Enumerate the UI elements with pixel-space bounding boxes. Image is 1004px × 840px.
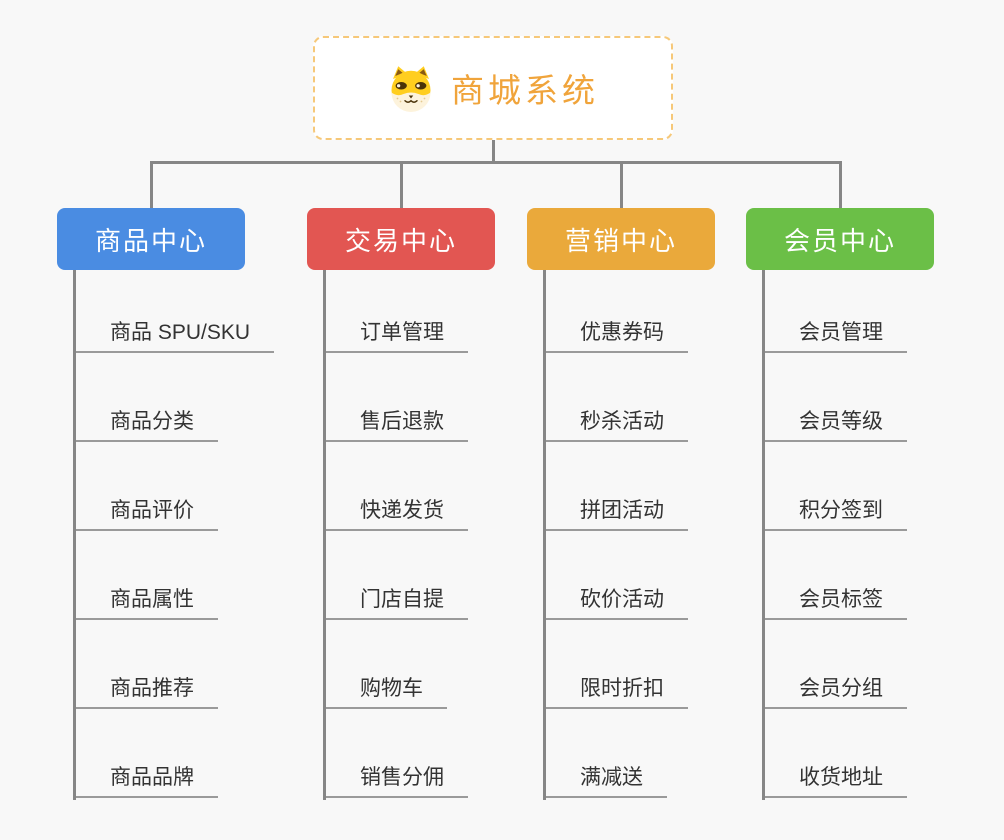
- branch-node-label: 商品中心: [94, 225, 207, 256]
- branch-node-trade-center[interactable]: 交易中心: [307, 208, 495, 270]
- leaf-column-marketing-center: 优惠券码秒杀活动拼团活动砍价活动限时折扣满减送: [543, 270, 688, 800]
- leaf-node[interactable]: 砍价活动: [546, 584, 688, 620]
- leaf-node[interactable]: 商品分类: [76, 406, 218, 442]
- leaf-node[interactable]: 会员等级: [765, 406, 907, 442]
- leaf-node[interactable]: 满减送: [546, 762, 667, 798]
- dog-face-icon: [391, 66, 431, 112]
- leaf-node[interactable]: 商品 SPU/SKU: [76, 317, 275, 353]
- leaf-node[interactable]: 会员分组: [765, 673, 907, 709]
- leaf-column-trade-center: 订单管理售后退款快递发货门店自提购物车销售分佣: [323, 270, 468, 800]
- connector-bus-horizontal: [150, 161, 841, 164]
- leaf-column-product-center: 商品 SPU/SKU 商品分类商品评价商品属性商品推荐商品品牌: [73, 270, 275, 800]
- leaf-node[interactable]: 收货地址: [765, 762, 907, 798]
- leaf-node[interactable]: 会员管理: [765, 317, 907, 353]
- leaf-node[interactable]: 积分签到: [765, 495, 907, 531]
- leaf-node[interactable]: 会员标签: [765, 584, 907, 620]
- leaf-node[interactable]: 商品品牌: [76, 762, 218, 798]
- connector-root-vertical: [492, 140, 495, 164]
- leaf-node[interactable]: 商品属性: [76, 584, 218, 620]
- connector-drop-member-center: [838, 161, 842, 208]
- leaf-node[interactable]: 快递发货: [326, 495, 468, 531]
- connector-drop-product-center: [149, 161, 153, 208]
- leaf-node[interactable]: 门店自提: [326, 584, 468, 620]
- leaf-node[interactable]: 优惠券码: [546, 317, 688, 353]
- leaf-column-member-center: 会员管理会员等级积分签到会员标签会员分组收货地址: [762, 270, 907, 800]
- leaf-node[interactable]: 订单管理: [326, 317, 468, 353]
- root-node-label: 商城系统: [451, 72, 599, 109]
- branch-node-label: 交易中心: [344, 225, 457, 256]
- leaf-node[interactable]: 拼团活动: [546, 495, 688, 531]
- leaf-node[interactable]: 限时折扣: [546, 673, 688, 709]
- connector-drop-trade-center: [399, 161, 403, 208]
- leaf-node[interactable]: 商品评价: [76, 495, 218, 531]
- root-node[interactable]: 商城系统: [313, 36, 673, 140]
- branch-node-label: 会员中心: [783, 225, 896, 256]
- leaf-node[interactable]: 秒杀活动: [546, 406, 688, 442]
- branch-node-product-center[interactable]: 商品中心: [57, 208, 245, 270]
- branch-node-marketing-center[interactable]: 营销中心: [527, 208, 715, 270]
- connector-drop-marketing-center: [619, 161, 623, 208]
- branch-node-member-center[interactable]: 会员中心: [746, 208, 934, 270]
- leaf-node[interactable]: 售后退款: [326, 406, 468, 442]
- leaf-node[interactable]: 购物车: [326, 673, 447, 709]
- branch-node-label: 营销中心: [564, 225, 677, 256]
- leaf-node[interactable]: 销售分佣: [326, 762, 468, 798]
- leaf-node[interactable]: 商品推荐: [76, 673, 218, 709]
